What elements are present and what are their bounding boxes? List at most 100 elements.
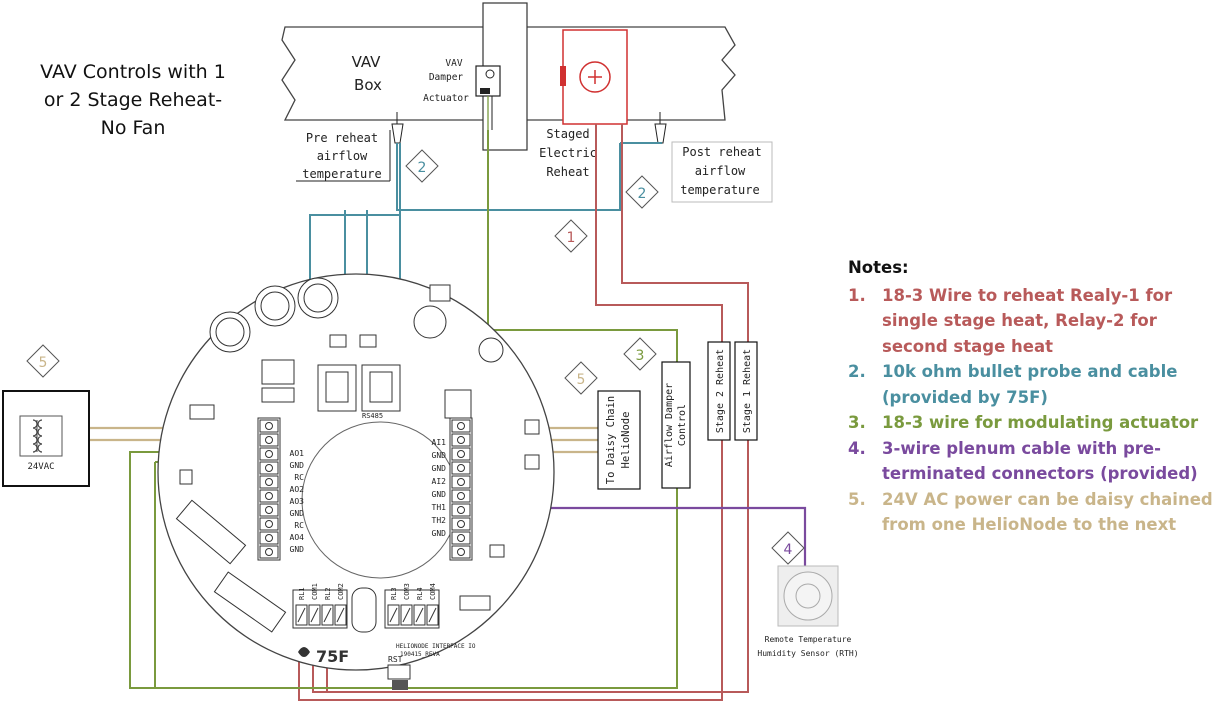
- svg-text:2: 2: [638, 186, 647, 202]
- callout-2a: 2: [405, 149, 439, 183]
- daisy-label-1: To Daisy Chain: [605, 396, 617, 485]
- pin-label: GND: [432, 529, 447, 538]
- post-reheat-label-1: Post reheat: [682, 145, 761, 159]
- relay-pin-label: COM3: [403, 583, 411, 600]
- rst-label: RST: [388, 655, 403, 664]
- relay-component: [213, 571, 287, 633]
- relay-pin-label: RL1: [298, 587, 306, 600]
- pin-label: GND: [432, 451, 447, 460]
- relay-pin-label: RL3: [390, 587, 398, 600]
- callout-3: 3: [623, 337, 657, 371]
- note-item: 5. 24V AC power can be daisy chained fro…: [848, 487, 1223, 538]
- terminal-screw: [259, 433, 279, 447]
- post-reheat-label-3: temperature: [680, 183, 759, 197]
- terminal-screw: [451, 475, 471, 489]
- terminal-screw: [451, 433, 471, 447]
- note-number: 4.: [848, 438, 866, 458]
- title-line-1: VAV Controls with 1: [40, 61, 226, 83]
- rs485-connector: [361, 364, 401, 412]
- relay-component: [175, 499, 247, 565]
- sensor-label-2: Humidity Sensor (RTH): [757, 649, 858, 658]
- note-item: 4. 3-wire plenum cable with pre-terminat…: [848, 436, 1223, 487]
- reheat-wires: [298, 124, 749, 701]
- left-terminal-block: [257, 417, 281, 561]
- 75f-logo-icon: [298, 647, 310, 657]
- pin-label: AO1: [290, 449, 305, 458]
- transformer-label: 24VAC: [27, 462, 54, 472]
- terminal-screw: [451, 531, 471, 545]
- svg-text:5: 5: [577, 372, 586, 388]
- airflow-label-1: Airflow Damper: [664, 383, 675, 467]
- pre-reheat-probe-icon: [391, 123, 404, 144]
- note-text: 24V AC power can be daisy chained from o…: [882, 489, 1213, 535]
- note-number: 2.: [848, 362, 866, 381]
- reset-button[interactable]: [387, 664, 411, 680]
- pin-label: GND: [290, 509, 305, 518]
- pin-label: RC: [294, 521, 304, 530]
- relay-pin-label: COM4: [429, 583, 437, 600]
- rs485-label: RS485: [362, 412, 383, 420]
- terminal-screw: [259, 531, 279, 545]
- terminal-screw: [451, 545, 471, 559]
- transformer-coil-icon: [32, 419, 43, 453]
- title-line-2: or 2 Stage Reheat-: [43, 89, 223, 111]
- notes-header: Notes:: [848, 258, 909, 277]
- svg-text:4: 4: [784, 542, 793, 558]
- airflow-damper-box: [661, 361, 691, 489]
- callout-4: 4: [771, 531, 805, 565]
- usb-port: [392, 680, 408, 690]
- pin-label: AO3: [290, 497, 305, 506]
- note-item: 3. 18-3 wire for modulating actuator: [848, 410, 1223, 436]
- note-number: 5.: [848, 489, 866, 509]
- actuator-label-1: VAV: [445, 58, 462, 69]
- vav-box-label-2: Box: [354, 76, 382, 94]
- vav-box-label-1: VAV: [352, 53, 382, 71]
- note-item: 2. 10k ohm bullet probe and cable (provi…: [848, 359, 1223, 410]
- relay-terminal-block: [292, 589, 440, 629]
- terminal-screw: [451, 461, 471, 475]
- board-brand: 75F: [316, 647, 349, 666]
- terminal-screw: [451, 517, 471, 531]
- pin-label: AI2: [432, 477, 447, 486]
- svg-text:5: 5: [39, 355, 48, 371]
- stage2-reheat-box: [707, 341, 731, 441]
- terminal-screw: [259, 475, 279, 489]
- stage2-label: Stage 2 Reheat: [715, 349, 726, 433]
- relay-pin-label: RL4: [416, 587, 424, 600]
- terminal-screw: [259, 489, 279, 503]
- pin-label: TH1: [432, 503, 447, 512]
- staged-label-3: Reheat: [546, 165, 589, 179]
- capacitor-icon: [413, 305, 447, 339]
- actuator-shaft: [485, 69, 495, 79]
- pin-label: RC: [294, 473, 304, 482]
- daisy-chain-box: [597, 390, 641, 490]
- note-item: 1. 18-3 Wire to reheat Realy-1 for singl…: [848, 283, 1223, 360]
- pre-reheat-label-1: Pre reheat: [306, 131, 378, 145]
- pin-label: GND: [290, 545, 305, 554]
- staged-label-1: Staged: [546, 127, 589, 141]
- board-interface-2: 190415_REVA: [400, 651, 440, 658]
- callout-2b: 2: [625, 175, 659, 209]
- callout-1: 1: [554, 219, 588, 253]
- note-text: 18-3 Wire to reheat Realy-1 for single s…: [882, 285, 1173, 356]
- actuator-label-2: Damper: [429, 72, 464, 83]
- note-number: 3.: [848, 413, 866, 432]
- note-text: 10k ohm bullet probe and cable (provided…: [882, 362, 1178, 407]
- stage1-reheat-box: [734, 341, 758, 441]
- plenum-connector: [317, 364, 357, 412]
- terminal-screw: [451, 447, 471, 461]
- terminal-screw: [259, 447, 279, 461]
- pin-label: TH2: [432, 516, 447, 525]
- svg-text:2: 2: [418, 160, 427, 176]
- terminal-screw: [259, 545, 279, 559]
- right-terminal-block: [449, 417, 473, 561]
- staged-label-2: Electric: [539, 146, 597, 160]
- note-text: 18-3 wire for modulating actuator: [882, 413, 1199, 432]
- pin-label: AO2: [290, 485, 305, 494]
- airflow-label-2: Control: [677, 404, 688, 446]
- callout-5a: 5: [26, 344, 60, 378]
- note-text: 3-wire plenum cable with pre-terminated …: [882, 438, 1198, 484]
- post-reheat-label-2: airflow: [695, 164, 746, 178]
- relay-pin-label: COM1: [311, 583, 319, 600]
- daisy-label-2: HelioNode: [620, 412, 632, 469]
